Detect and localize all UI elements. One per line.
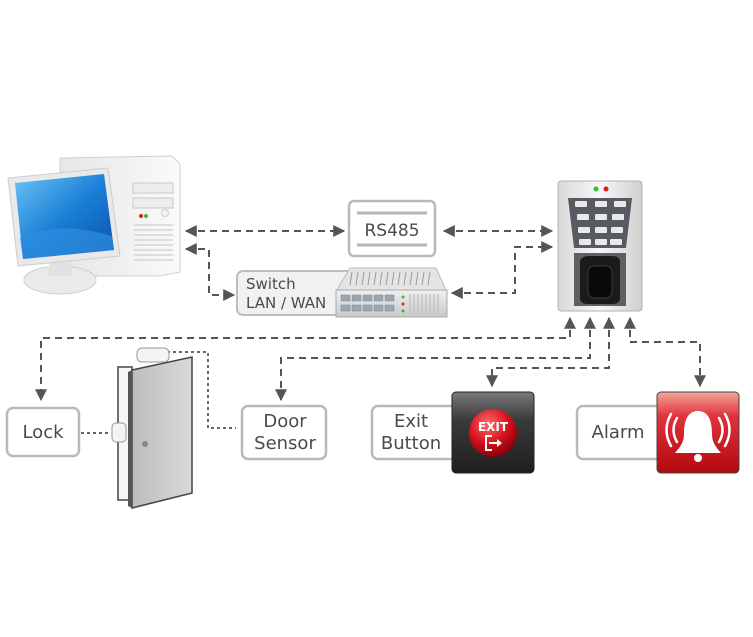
exit-button-icon-text: EXIT xyxy=(478,420,509,434)
computer-icon xyxy=(7,155,181,295)
switch-node: Switch LAN / WAN xyxy=(236,267,448,318)
lock-label: Lock xyxy=(22,422,64,443)
door-sensor-node: Door Sensor xyxy=(240,404,328,461)
connector-door-sensor xyxy=(167,351,236,429)
exit-button-node: Exit Button EXIT xyxy=(370,391,535,474)
door-sensor-label-line1: Door xyxy=(263,411,307,432)
switch-label-line1: Switch xyxy=(246,275,296,293)
exit-button-label-line2: Button xyxy=(381,433,441,454)
rs485-label: RS485 xyxy=(364,221,419,241)
exit-button-icon: EXIT xyxy=(451,391,535,474)
connector-reader-alarm xyxy=(624,316,706,388)
alarm-label: Alarm xyxy=(592,422,645,443)
door-sensor-label-line2: Sensor xyxy=(254,433,316,454)
fingerprint-reader-icon xyxy=(557,180,643,312)
rs485-node: RS485 xyxy=(347,199,437,258)
alarm-bell-icon xyxy=(656,391,740,474)
exit-button-label-line1: Exit xyxy=(394,411,428,432)
connectors xyxy=(35,225,706,434)
connector-computer-switch xyxy=(184,243,236,301)
switch-label-line2: LAN / WAN xyxy=(246,294,326,312)
network-switch-icon xyxy=(335,267,448,318)
alarm-node: Alarm xyxy=(575,391,740,474)
connector-reader-exit-button xyxy=(486,316,615,388)
connector-reader-lock xyxy=(35,316,576,402)
connector-reader-door-sensor xyxy=(275,316,596,402)
lock-node: Lock xyxy=(5,406,81,458)
connector-switch-reader xyxy=(450,241,554,299)
door-icon xyxy=(111,347,193,509)
